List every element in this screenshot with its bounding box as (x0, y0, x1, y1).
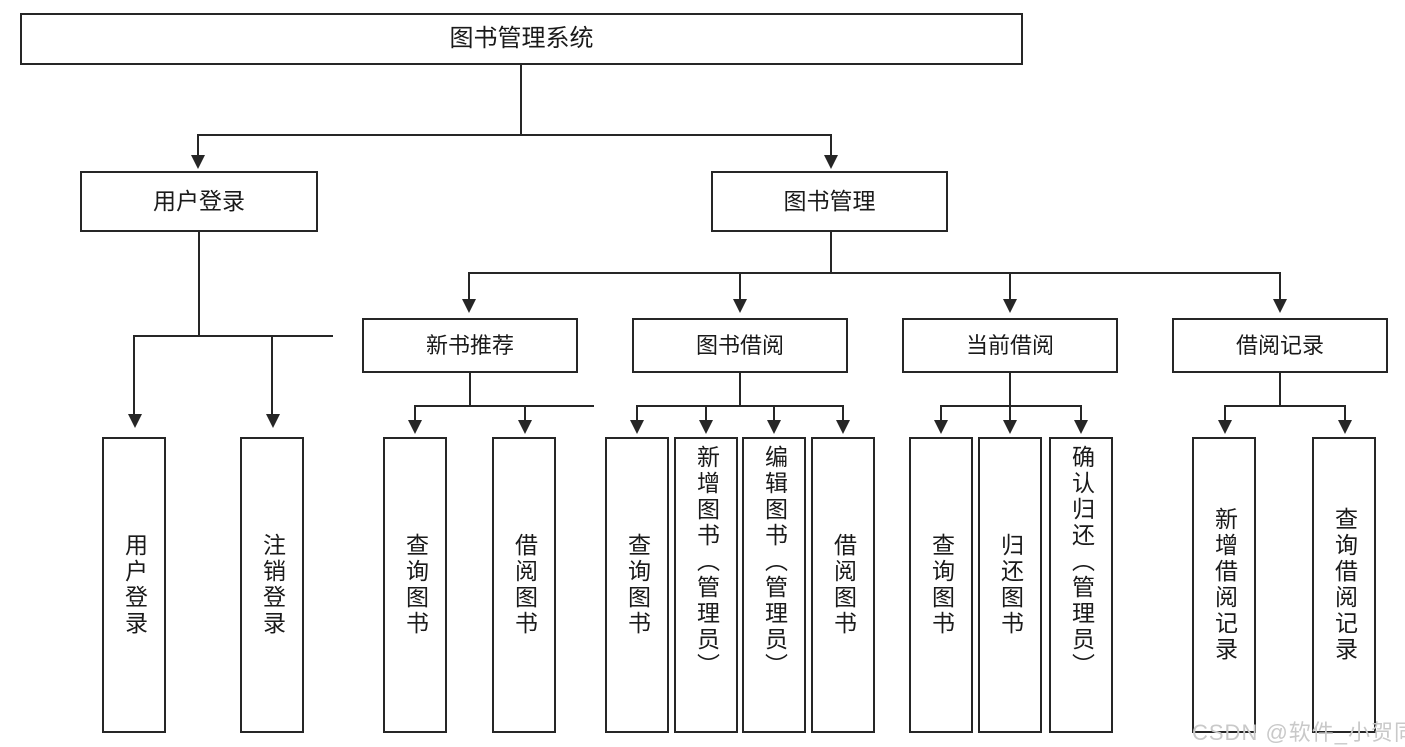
arrow-book-manage-to-current (1003, 299, 1017, 313)
node-label: 图书管理 (783, 187, 876, 214)
edge-borrow-to-leaf-3 (773, 405, 775, 421)
arrow-user-login-to-leaf-1 (128, 414, 142, 428)
arrow-borrow-to-leaf-3 (767, 420, 781, 434)
node-book-borrow[interactable]: 图书借阅 (632, 318, 848, 373)
node-label: 借阅图书 (511, 533, 538, 637)
node-label: 图书管理系统 (449, 24, 594, 52)
edge-borrow-to-leaf-1 (636, 405, 638, 421)
edge-borrow-to-leaf-4 (842, 405, 844, 421)
node-label: 确认归还（管理员） (1068, 445, 1095, 679)
edge-new-books-bus (414, 405, 594, 407)
node-label: 查询图书 (624, 533, 651, 637)
node-label: 用户登录 (121, 533, 148, 637)
edge-borrow-to-leaf-2 (705, 405, 707, 421)
edge-book-manage-to-current (1009, 272, 1011, 300)
leaf-edit-book-admin[interactable]: 编辑图书（管理员） (742, 437, 806, 733)
node-label: 新增图书（管理员） (693, 445, 720, 679)
node-borrow-records[interactable]: 借阅记录 (1172, 318, 1388, 373)
edge-root-to-user-login (197, 134, 199, 156)
node-root-library-system[interactable]: 图书管理系统 (20, 13, 1023, 65)
arrow-current-to-leaf-2 (1003, 420, 1017, 434)
leaf-logout[interactable]: 注销登录 (240, 437, 304, 733)
leaf-query-books-borrow[interactable]: 查询图书 (605, 437, 669, 733)
arrow-borrow-to-leaf-1 (630, 420, 644, 434)
arrow-book-manage-to-records (1273, 299, 1287, 313)
node-label: 查询图书 (928, 533, 955, 637)
edge-root-bus (197, 134, 832, 136)
arrow-borrow-to-leaf-4 (836, 420, 850, 434)
edge-user-login-bus (133, 335, 333, 337)
edge-user-login-to-leaf-2 (271, 335, 273, 415)
node-current-borrow[interactable]: 当前借阅 (902, 318, 1118, 373)
arrow-new-books-to-leaf-2 (518, 420, 532, 434)
leaf-add-book-admin[interactable]: 新增图书（管理员） (674, 437, 738, 733)
node-book-management[interactable]: 图书管理 (711, 171, 948, 232)
node-label: 查询借阅记录 (1331, 507, 1358, 663)
node-new-book-recommend[interactable]: 新书推荐 (362, 318, 578, 373)
node-label: 当前借阅 (965, 332, 1054, 358)
edge-borrow-bus (636, 405, 844, 407)
arrow-records-to-leaf-1 (1218, 420, 1232, 434)
edge-root-to-book-manage (830, 134, 832, 156)
node-label: 借阅图书 (830, 533, 857, 637)
leaf-add-borrow-record[interactable]: 新增借阅记录 (1192, 437, 1256, 733)
leaf-borrow-books-recommend[interactable]: 借阅图书 (492, 437, 556, 733)
leaf-query-books-current[interactable]: 查询图书 (909, 437, 973, 733)
edge-current-to-leaf-3 (1080, 405, 1082, 421)
edge-user-login-stem (198, 232, 200, 336)
arrow-book-manage-to-new-books (462, 299, 476, 313)
edge-book-manage-bus (468, 272, 1280, 274)
leaf-borrow-books[interactable]: 借阅图书 (811, 437, 875, 733)
node-label: 查询图书 (402, 533, 429, 637)
arrow-current-to-leaf-3 (1074, 420, 1088, 434)
node-label: 归还图书 (997, 533, 1024, 637)
edge-records-to-leaf-1 (1224, 405, 1226, 421)
arrow-records-to-leaf-2 (1338, 420, 1352, 434)
node-label: 新书推荐 (425, 332, 514, 358)
edge-records-stem (1279, 373, 1281, 406)
leaf-user-login[interactable]: 用户登录 (102, 437, 166, 733)
node-label: 用户登录 (153, 187, 245, 214)
arrow-user-login-to-leaf-2 (266, 414, 280, 428)
edge-book-manage-to-records (1279, 272, 1281, 300)
edge-current-stem (1009, 373, 1011, 406)
node-label: 图书借阅 (695, 332, 784, 358)
edge-records-bus (1224, 405, 1346, 407)
leaf-return-books[interactable]: 归还图书 (978, 437, 1042, 733)
node-label: 新增借阅记录 (1211, 507, 1238, 663)
node-user-login[interactable]: 用户登录 (80, 171, 318, 232)
edge-book-manage-stem (830, 232, 832, 274)
arrow-book-manage-to-borrow (733, 299, 747, 313)
edge-new-books-to-leaf-2 (524, 405, 526, 421)
edge-new-books-stem (469, 373, 471, 406)
edge-borrow-stem (739, 373, 741, 406)
leaf-query-borrow-record[interactable]: 查询借阅记录 (1312, 437, 1376, 733)
arrow-borrow-to-leaf-2 (699, 420, 713, 434)
edge-current-to-leaf-1 (940, 405, 942, 421)
edge-new-books-to-leaf-1 (414, 405, 416, 421)
edge-current-bus (940, 405, 1082, 407)
arrow-current-to-leaf-1 (934, 420, 948, 434)
arrow-root-to-user-login (191, 155, 205, 169)
node-label: 注销登录 (259, 533, 286, 637)
edge-book-manage-to-new-books (468, 272, 470, 300)
arrow-new-books-to-leaf-1 (408, 420, 422, 434)
node-label: 借阅记录 (1235, 332, 1324, 358)
watermark-text: CSDN @软件_小贺同学 (1192, 720, 1405, 745)
edge-root-stem (520, 65, 522, 135)
edge-current-to-leaf-2 (1009, 405, 1011, 421)
edge-records-to-leaf-2 (1344, 405, 1346, 421)
node-label: 编辑图书（管理员） (761, 445, 788, 679)
edge-user-login-to-leaf-1 (133, 335, 135, 415)
leaf-query-books-recommend[interactable]: 查询图书 (383, 437, 447, 733)
edge-book-manage-to-borrow (739, 272, 741, 300)
leaf-confirm-return-admin[interactable]: 确认归还（管理员） (1049, 437, 1113, 733)
arrow-root-to-book-manage (824, 155, 838, 169)
